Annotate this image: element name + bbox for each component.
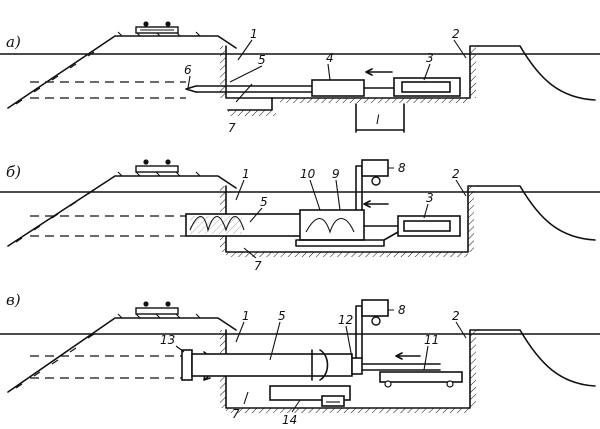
panel-b-right-slope [477,185,596,241]
panel-a-callout-3: 3 [426,51,434,65]
panel-c: в) [0,291,600,427]
panel-a-callout-6: 6 [184,63,192,77]
panel-b-crane [355,165,363,211]
panel-b-rail-track [135,159,179,173]
panel-b-soil-box [299,209,365,241]
panel-c-right-slope [477,329,596,387]
panel-b-callout-7: 7 [254,259,262,273]
panel-a-direction-arrow [365,68,393,76]
panel-b-embankment [7,175,237,247]
panel-a-label: а) [6,33,21,51]
panel-c-callout-13: 13 [160,333,175,347]
panel-c-cutting-head [181,349,193,381]
panel-c-label: в) [6,291,21,309]
panel-b-callout-3: 3 [426,191,434,205]
panel-b-direction-arrow [363,200,389,208]
panel-b-callout-2: 2 [452,167,460,181]
panel-c-callout-2: 2 [452,309,460,323]
panel-a-dimension [355,103,405,133]
panel-b-callout-8: 8 [398,161,406,175]
panel-c-callout-8: 8 [398,303,406,317]
panel-a-dim-label: l [376,113,380,127]
panel-a-callout-2: 2 [452,27,460,41]
panel-a-pit-floor [227,97,273,111]
panel-c-coupling [311,349,329,381]
panel-c-sump [321,395,345,407]
panel-a-callout-1: 1 [250,27,258,41]
panel-c-embankment [7,317,237,393]
panel-a-embankment-hatch [15,31,201,105]
panel-a-unit-4 [311,79,365,97]
panel-b-label: б) [6,163,21,181]
panel-c-callout-12: 12 [338,313,353,327]
panel-b-hoist [361,159,389,177]
panel-c-callout-7: 7 [232,407,240,421]
panel-c-direction-arrow [395,352,421,360]
panel-b-callout-10: 10 [300,167,316,181]
panel-c-callout-14: 14 [282,413,297,427]
panel-c-crane [355,305,363,359]
panel-c-hoist [361,299,389,317]
panel-b-cart-platform [295,239,385,247]
panel-a-rail-track [135,21,179,34]
panel-b-callout-1: 1 [242,167,250,181]
panel-c-joint-12 [351,357,363,375]
panel-b-callout-9: 9 [332,167,340,181]
panel-c-callout-1: 1 [242,309,250,323]
panel-c-drive-11 [379,371,463,383]
panel-a-rod [195,85,313,93]
panel-b-callout-5: 5 [260,195,268,209]
panel-c-rail-track [135,301,179,315]
panel-c-callout-5: 5 [278,309,286,323]
panel-a-callout-4: 4 [326,51,334,65]
panel-b: б) [0,159,600,273]
panel-a-embankment [7,35,237,109]
panel-a-callout-7: 7 [228,121,236,135]
panel-a-rod-tip [185,85,197,93]
panel-a: а) [0,21,600,135]
panel-a-right-slope [477,45,596,101]
panel-a-callout-5: 5 [258,53,266,67]
panel-c-callout-11: 11 [424,333,439,347]
